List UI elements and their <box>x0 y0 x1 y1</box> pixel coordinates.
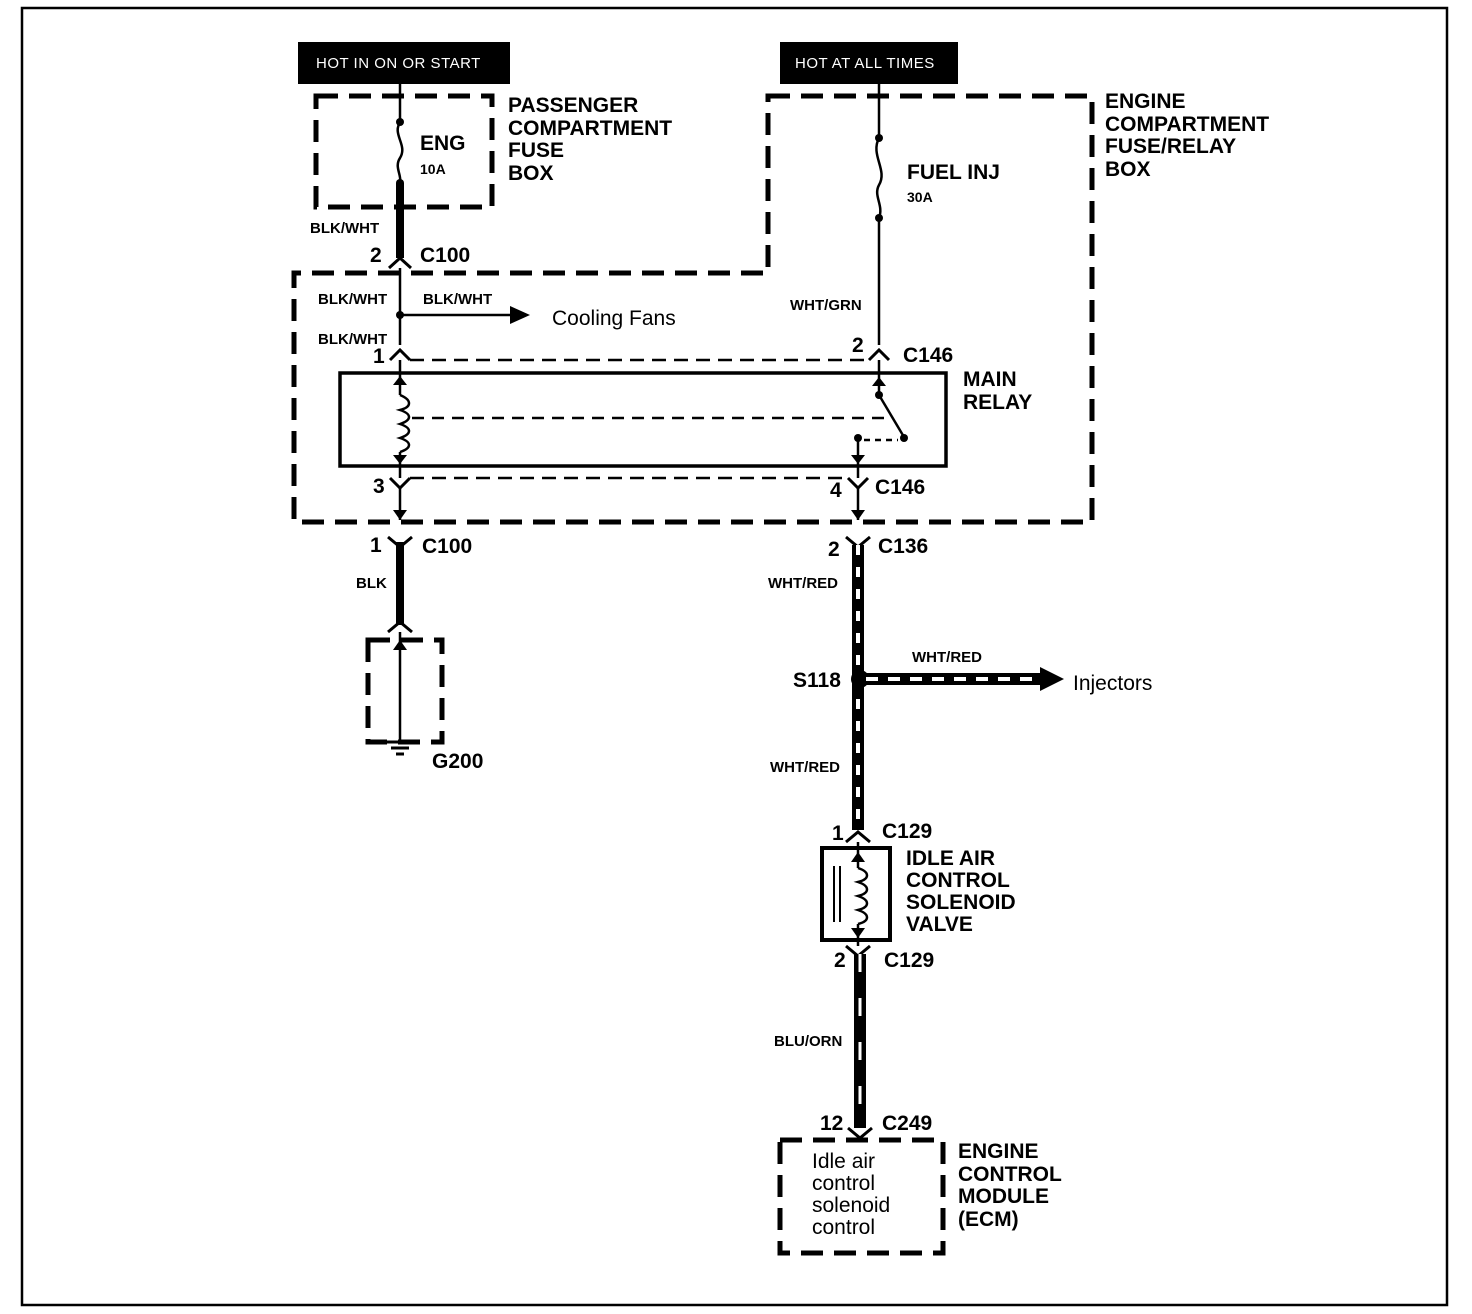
passenger-fuse-box-title-4: BOX <box>508 162 554 185</box>
fuel-inj-fuse-name: FUEL INJ <box>907 161 1000 184</box>
splice-s118: S118 <box>793 669 869 692</box>
engine-fuse-box-title-1: ENGINE <box>1105 90 1186 113</box>
engine-fuse-box-title-2: COMPARTMENT <box>1105 113 1269 136</box>
engine-fuse-box-title-4: BOX <box>1105 158 1151 181</box>
splice-label: S118 <box>793 669 841 692</box>
c100-bottom-connector: 1 C100 <box>370 534 472 558</box>
main-relay-title-2: RELAY <box>963 391 1032 414</box>
hot-in-on-or-start-header: HOT IN ON OR START <box>298 42 510 84</box>
wire-label-blu-orn: BLU/ORN <box>774 1033 842 1050</box>
wire-label-wht-red-2: WHT/RED <box>912 649 982 666</box>
passenger-fuse-box-title-2: COMPARTMENT <box>508 117 672 140</box>
cooling-fans-label: Cooling Fans <box>552 307 676 330</box>
engine-fuse-box-title-3: FUSE/RELAY <box>1105 135 1236 158</box>
svg-text:C146: C146 <box>903 344 953 367</box>
c249-connector: 12 C249 <box>820 1112 932 1140</box>
svg-text:12: 12 <box>820 1112 843 1135</box>
ecm-function-2: control <box>812 1172 875 1195</box>
iac-title-4: VALVE <box>906 913 973 936</box>
svg-text:2: 2 <box>370 244 382 267</box>
wire-label-wht-grn: WHT/GRN <box>790 297 862 314</box>
ecm-title-3: MODULE <box>958 1185 1049 1208</box>
svg-text:2: 2 <box>834 949 846 972</box>
wire-label-blk-wht-1: BLK/WHT <box>310 220 379 237</box>
ecm-title-1: ENGINE <box>958 1140 1039 1163</box>
wire-label-blk-wht-2: BLK/WHT <box>318 291 387 308</box>
main-relay-title-1: MAIN <box>963 368 1017 391</box>
svg-text:2: 2 <box>852 334 864 357</box>
iac-title-3: SOLENOID <box>906 891 1016 914</box>
svg-text:1: 1 <box>832 822 844 845</box>
wire-label-wht-red-3: WHT/RED <box>770 759 840 776</box>
eng-fuse-rating: 10A <box>420 161 446 177</box>
wire-label-blk: BLK <box>356 575 387 592</box>
hot-in-on-or-start-label: HOT IN ON OR START <box>316 55 481 72</box>
passenger-fuse-box-title-3: FUSE <box>508 139 564 162</box>
main-relay: MAIN RELAY <box>338 360 1032 478</box>
hot-at-all-times-label: HOT AT ALL TIMES <box>795 55 935 72</box>
hot-at-all-times-header: HOT AT ALL TIMES <box>780 42 958 84</box>
svg-text:C129: C129 <box>884 949 934 972</box>
svg-text:C136: C136 <box>878 535 928 558</box>
c136-connector: 2 C136 <box>828 535 928 561</box>
eng-fuse-symbol <box>396 121 404 184</box>
svg-text:C100: C100 <box>420 244 470 267</box>
svg-text:C129: C129 <box>882 820 932 843</box>
fuel-inj-fuse-rating: 30A <box>907 189 933 205</box>
c146-top-connectors: 1 2 C146 <box>373 334 953 368</box>
ecm-title-2: CONTROL <box>958 1163 1062 1186</box>
svg-text:4: 4 <box>830 479 842 502</box>
svg-text:C146: C146 <box>875 476 925 499</box>
svg-text:C249: C249 <box>882 1112 932 1135</box>
c129-bottom-connector: 2 C129 <box>834 944 934 972</box>
wire-label-blk-wht-3: BLK/WHT <box>423 291 492 308</box>
ecm-function-4: control <box>812 1216 875 1239</box>
wire-label-blk-wht-4: BLK/WHT <box>318 331 387 348</box>
idle-air-control-valve: IDLE AIR CONTROL SOLENOID VALVE <box>820 842 1016 946</box>
ground-label: G200 <box>432 750 483 773</box>
c146-bottom-connectors: 3 4 C146 <box>373 475 925 502</box>
injectors-label: Injectors <box>1073 672 1152 695</box>
iac-title-1: IDLE AIR <box>906 847 995 870</box>
passenger-fuse-box: PASSENGER COMPARTMENT FUSE BOX ENG 10A <box>313 84 672 210</box>
svg-text:2: 2 <box>828 538 840 561</box>
svg-text:1: 1 <box>370 534 382 557</box>
c100-top-connector: 2 C100 <box>370 244 470 270</box>
svg-text:1: 1 <box>373 345 385 368</box>
ecm-title-4: (ECM) <box>958 1208 1019 1231</box>
engine-fuse-relay-box: ENGINE COMPARTMENT FUSE/RELAY BOX FUEL I… <box>291 84 1269 525</box>
eng-fuse-name: ENG <box>420 132 466 155</box>
fuel-inj-fuse-symbol <box>875 137 883 219</box>
svg-text:C100: C100 <box>422 535 472 558</box>
ground-g200: G200 <box>365 632 483 773</box>
engine-control-module: Idle air control solenoid control ENGINE… <box>777 1137 1062 1256</box>
ecm-function-3: solenoid <box>812 1194 890 1217</box>
ecm-function-1: Idle air <box>812 1150 875 1173</box>
iac-title-2: CONTROL <box>906 869 1010 892</box>
passenger-fuse-box-title-1: PASSENGER <box>508 94 638 117</box>
wire-label-wht-red-1: WHT/RED <box>768 575 838 592</box>
svg-text:3: 3 <box>373 475 385 498</box>
diagram-frame <box>20 6 1449 1307</box>
c129-top-connector: 1 C129 <box>832 820 932 845</box>
